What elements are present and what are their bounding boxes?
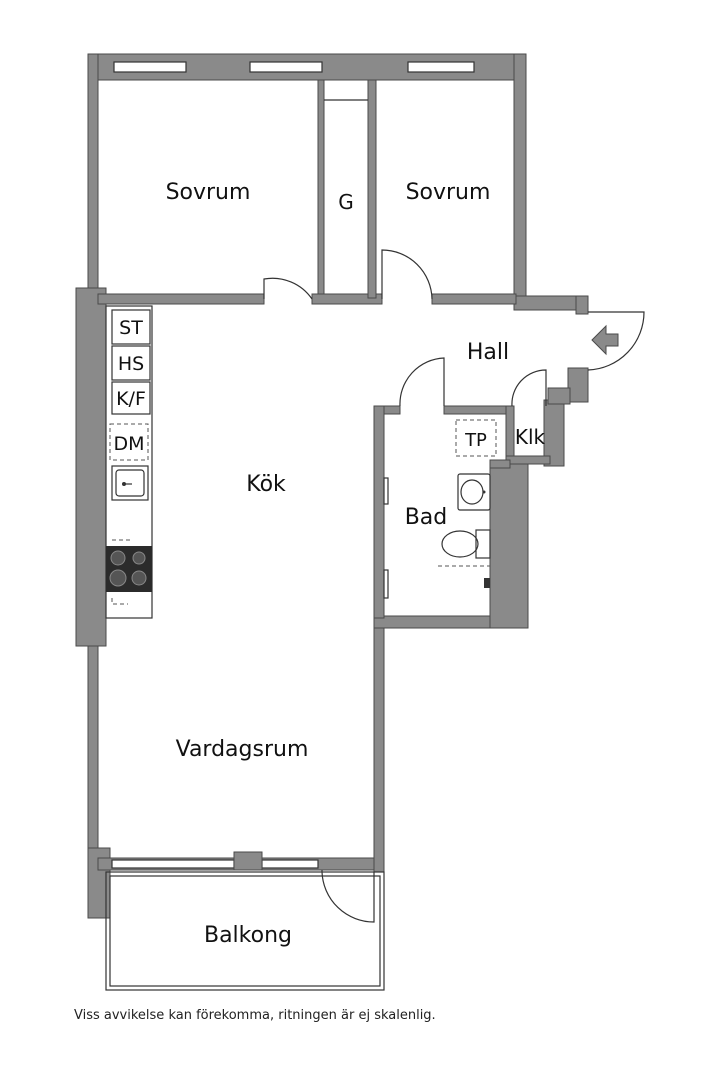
wall-bath-left [373, 405, 385, 619]
wall-balcony-pillar [233, 851, 263, 871]
window-living-2 [261, 859, 319, 869]
appliance-fridge-freezer-box [111, 381, 151, 415]
bathroom-fixtures [383, 419, 497, 599]
wall-closet-bottom [505, 455, 551, 465]
balcony-railing [105, 871, 385, 991]
balcony-outline [105, 851, 385, 991]
outer-walls [75, 53, 589, 919]
disclaimer-footnote: Viss avvikelse kan förekomma, ritningen … [74, 1008, 436, 1023]
wall-living-right [373, 617, 385, 873]
label-bedroom-right: Sovrum [406, 180, 491, 205]
toilet-tank [475, 529, 491, 559]
label-living-room: Vardagsrum [176, 737, 309, 762]
label-hall: Hall [467, 340, 509, 365]
window-bedroom-left-1 [113, 61, 187, 73]
room-labels: Sovrum G Sovrum Hall Kök Bad Klk TP Vard… [113, 180, 545, 948]
wall-entry-bottom-right [567, 367, 589, 403]
window-living-1 [111, 859, 235, 869]
toilet [441, 530, 479, 558]
washbasin [457, 473, 491, 511]
label-fridge: HS [118, 353, 144, 375]
wall-bedroom-bottom-right [431, 293, 517, 305]
label-freezer: ST [119, 317, 143, 339]
wall-bath-right [489, 459, 529, 629]
door-bathroom [399, 357, 445, 407]
door-entrance [587, 311, 645, 371]
wall-wardrobe-right [367, 79, 377, 299]
label-closet: Klk [515, 425, 546, 449]
doors [263, 249, 645, 923]
label-bathroom: Bad [405, 505, 448, 530]
window-bedroom-right [407, 61, 475, 73]
wall-wardrobe-left [317, 79, 325, 295]
label-wardrobe: G [338, 190, 354, 214]
appliance-fridge-box [111, 345, 151, 381]
wall-entry-step [547, 387, 571, 405]
window-bedroom-left-2 [249, 61, 323, 73]
wall-entry-top-right [575, 295, 589, 315]
wall-living-left [87, 645, 99, 851]
label-dishwasher: DM [113, 433, 144, 455]
wall-kitchen-left [75, 287, 107, 647]
balcony-railing-inner [109, 875, 381, 987]
dryer-box [455, 419, 497, 457]
label-dryer: TP [464, 430, 487, 451]
kitchen-sink [111, 465, 149, 501]
kitchen-counter-outline [105, 305, 153, 619]
entrance-arrow-icon [591, 324, 619, 356]
wall-right-bedroom [513, 53, 527, 301]
door-closet [511, 369, 547, 407]
appliance-dishwasher-box [109, 423, 149, 461]
label-fridge-freezer: K/F [116, 388, 146, 410]
label-bedroom-left: Sovrum [166, 180, 251, 205]
windows [111, 61, 475, 869]
wall-closet-left [505, 405, 515, 463]
kitchen-counter [105, 305, 153, 619]
wall-left-upper [87, 53, 99, 291]
door-bedroom-right [381, 249, 433, 300]
wall-bath-top-right [443, 405, 513, 415]
wall-dryer-bottom [489, 459, 511, 469]
interior-walls [97, 79, 551, 619]
door-bedroom-left [263, 277, 313, 300]
wall-bedroom-bottom-left [97, 293, 265, 305]
label-kitchen: Kök [246, 472, 286, 497]
label-balcony: Balkong [204, 923, 292, 948]
door-balcony [321, 870, 375, 923]
appliance-freezer-box [111, 309, 151, 345]
